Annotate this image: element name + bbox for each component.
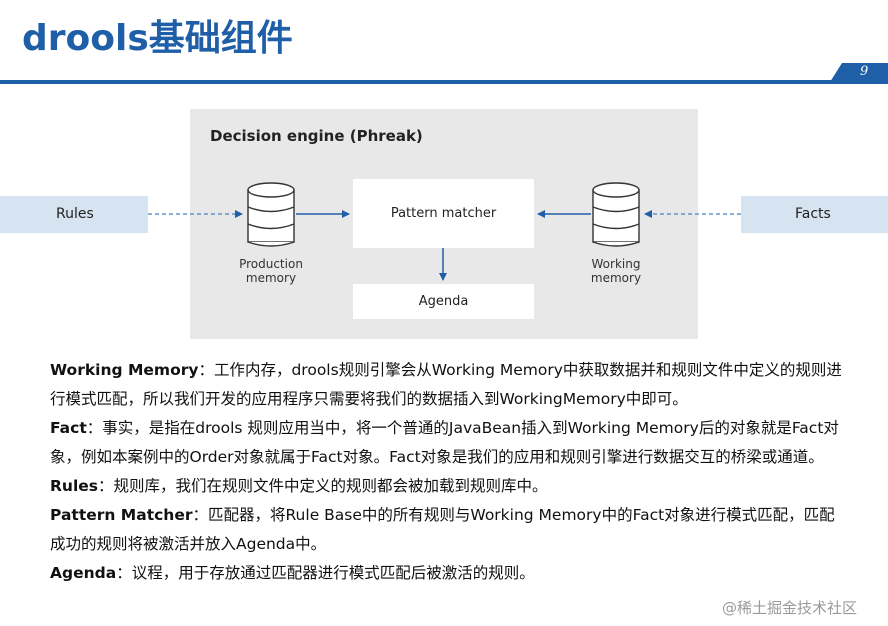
pattern-matcher-box: Pattern matcher [353, 179, 534, 248]
facts-label: Facts [795, 206, 831, 222]
production-memory-label-line2: memory [245, 271, 297, 285]
working-memory-label-line2: memory [590, 271, 642, 285]
description-pattern-matcher: Pattern Matcher：匹配器，将Rule Base中的所有规则与Wor… [50, 501, 850, 559]
agenda-box: Agenda [353, 284, 534, 319]
component-descriptions: Working Memory：工作内存，drools规则引擎会从Working … [50, 356, 850, 588]
rules-label: Rules [56, 206, 94, 222]
description-rules: Rules：规则库，我们在规则文件中定义的规则都会被加载到规则库中。 [50, 472, 850, 501]
description-term: Working Memory [50, 361, 199, 379]
description-term: Agenda [50, 564, 117, 582]
description-fact: Fact：事实，是指在drools 规则应用当中，将一个普通的JavaBean插… [50, 414, 850, 472]
working-memory-label: Working memory [571, 257, 661, 285]
description-term: Pattern Matcher [50, 506, 193, 524]
production-memory-label: Production memory [226, 257, 316, 285]
watermark: @稀土掘金技术社区 [722, 599, 858, 617]
facts-input-bar: Facts [741, 196, 888, 233]
description-text: ：匹配器，将Rule Base中的所有规则与Working Memory中的Fa… [50, 506, 835, 553]
description-text: ：事实，是指在drools 规则应用当中，将一个普通的JavaBean插入到Wo… [50, 419, 839, 466]
description-text: ：议程，用于存放通过匹配器进行模式匹配后被激活的规则。 [116, 564, 535, 582]
rules-input-bar: Rules [0, 196, 148, 233]
description-term: Fact [50, 419, 87, 437]
description-text: ：规则库，我们在规则文件中定义的规则都会被加载到规则库中。 [98, 477, 548, 495]
description-agenda: Agenda：议程，用于存放通过匹配器进行模式匹配后被激活的规则。 [50, 559, 850, 588]
title-divider [0, 80, 888, 84]
slide-title: drools基础组件 [22, 18, 293, 59]
description-term: Rules [50, 477, 99, 495]
page-number: 9 [860, 64, 869, 79]
description-text: ：工作内存，drools规则引擎会从Working Memory中获取数据并和规… [50, 361, 842, 408]
production-memory-label-line1: Production [239, 257, 303, 271]
page-number-tab [830, 63, 888, 82]
decision-engine-title: Decision engine (Phreak) [210, 127, 423, 145]
working-memory-label-line1: Working [591, 257, 641, 271]
description-working-memory: Working Memory：工作内存，drools规则引擎会从Working … [50, 356, 850, 414]
